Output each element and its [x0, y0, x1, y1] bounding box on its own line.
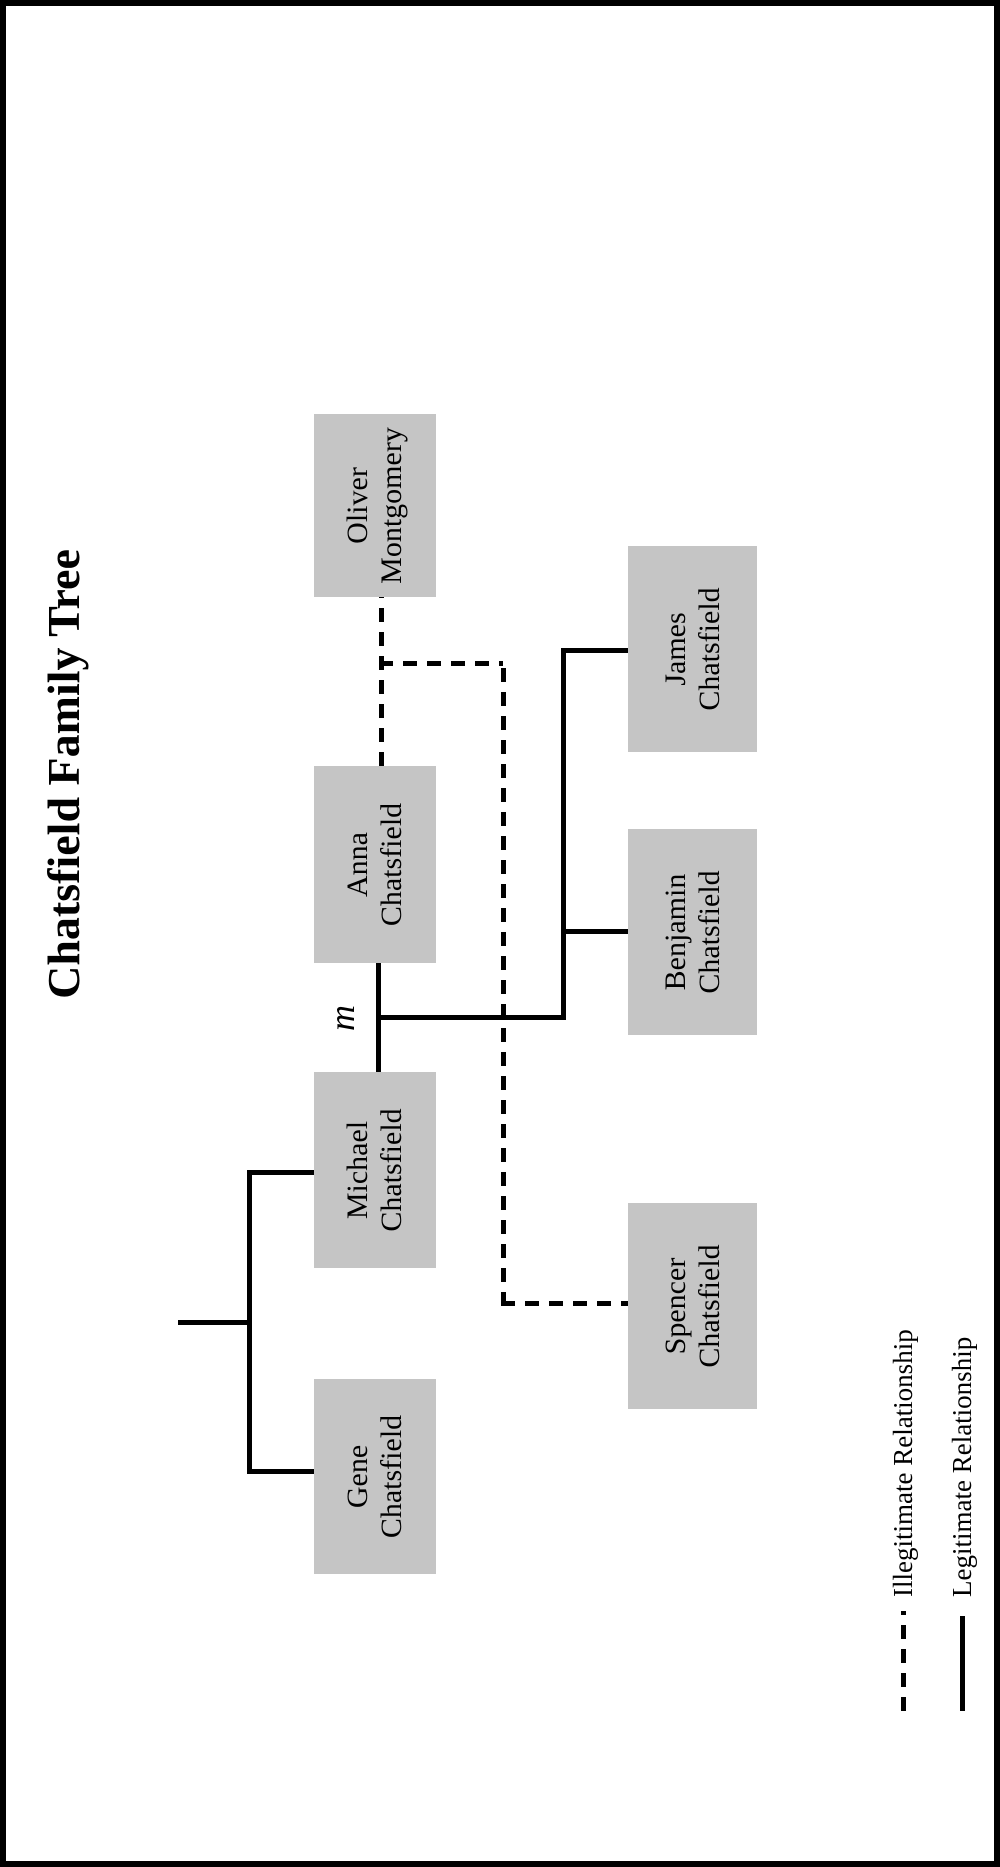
person-name-line: Chatsfield: [692, 870, 726, 994]
connector-illegitimate-anna-oliver: [379, 597, 384, 766]
person-name-line: Oliver: [341, 467, 374, 544]
person-name-line: Gene: [341, 1444, 374, 1509]
person-name-line: James: [658, 612, 692, 686]
person-name-line: Chatsfield: [692, 587, 726, 711]
connector-drop-benjamin: [561, 929, 628, 934]
person-name-line: Michael: [341, 1120, 374, 1220]
connector-children-trunk: [561, 648, 566, 1020]
person-name-line: Chatsfield: [692, 1244, 726, 1368]
person-box-anna: Anna Chatsfield: [314, 766, 436, 963]
page-title: Chatsfield Family Tree: [38, 549, 89, 999]
person-name-line: Chatsfield: [375, 802, 408, 927]
connector-drop-michael: [247, 1170, 314, 1175]
connector-drop-james: [561, 648, 628, 653]
connector-drop-spencer: [501, 1301, 628, 1306]
person-name-line: Benjamin: [658, 873, 692, 991]
person-box-benjamin: Benjamin Chatsfield: [628, 829, 757, 1035]
person-box-james: James Chatsfield: [628, 546, 757, 752]
person-name-line: Chatsfield: [375, 1414, 408, 1539]
person-name-line: Spencer: [658, 1257, 692, 1355]
person-box-oliver: Oliver Montgomery: [314, 414, 436, 597]
connector-illegitimate-descent-v: [379, 661, 503, 666]
connector-drop-gene: [247, 1469, 314, 1474]
person-box-michael: Michael Chatsfield: [314, 1072, 436, 1268]
legend-legitimate-label: Legitimate Relationship: [947, 1336, 977, 1597]
person-name-line: Chatsfield: [375, 1108, 408, 1232]
connector-illegitimate-descent-h: [501, 661, 506, 1306]
person-name-line: Anna: [341, 832, 374, 897]
legend-illegitimate-line-sample: [901, 1611, 906, 1711]
legend-legitimate-line-sample: [960, 1616, 965, 1711]
connector-ancestor-stub: [178, 1320, 252, 1325]
person-box-gene: Gene Chatsfield: [314, 1379, 436, 1574]
connector-marriage-descent: [376, 1015, 566, 1020]
person-box-spencer: Spencer Chatsfield: [628, 1203, 757, 1409]
marriage-label: m: [322, 1005, 362, 1031]
connector-sibling-bracket: [247, 1170, 252, 1474]
legend-illegitimate-label: Illegitimate Relationship: [888, 1329, 918, 1597]
person-name-line: Montgomery: [375, 427, 408, 584]
